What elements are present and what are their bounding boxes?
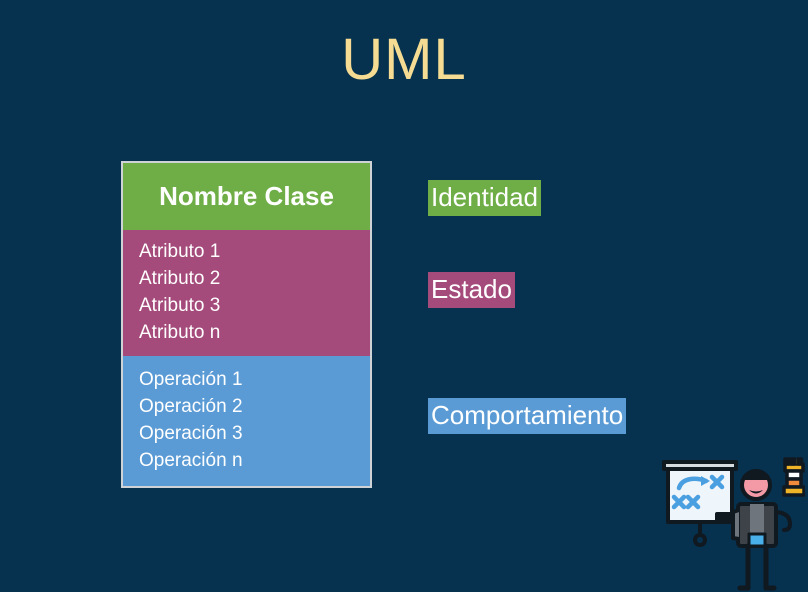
uml-attribute-row: Atributo 2 xyxy=(139,268,221,289)
uml-class-name-label: Nombre Clase xyxy=(159,181,334,211)
uml-operation-row: Operación 2 xyxy=(139,396,243,417)
legend-label-estado: Estado xyxy=(428,272,515,308)
uml-operations-compartment: Operación 1 Operación 2 Operación 3 Oper… xyxy=(123,356,370,486)
uml-operation-row: Operación n xyxy=(139,450,243,471)
page-title: UML xyxy=(341,27,467,92)
uml-attribute-row: Atributo 1 xyxy=(139,241,221,262)
legend-label-identidad: Identidad xyxy=(428,180,541,216)
legend-label-comportamiento: Comportamiento xyxy=(428,398,627,434)
uml-class-box: Nombre Clase Atributo 1 Atributo 2 Atrib… xyxy=(121,161,372,488)
uml-attribute-row: Atributo n xyxy=(139,322,221,343)
uml-operation-row: Operación 1 xyxy=(139,369,243,390)
uml-attributes-compartment: Atributo 1 Atributo 2 Atributo 3 Atribut… xyxy=(123,230,370,356)
uml-attribute-row: Atributo 3 xyxy=(139,295,221,316)
uml-operation-row: Operación 3 xyxy=(139,423,243,444)
uml-class-name-compartment: Nombre Clase xyxy=(123,163,370,230)
presenter-illustration-icon xyxy=(655,452,806,592)
